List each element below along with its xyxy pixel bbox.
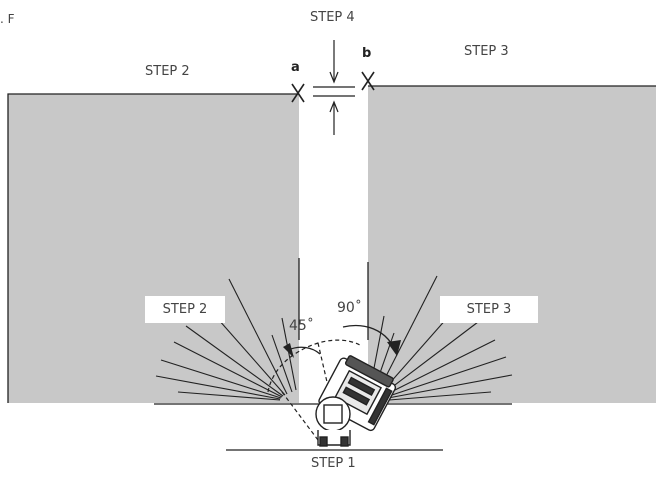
- step3-box-label: STEP 3: [440, 296, 538, 323]
- right-panel: [368, 86, 656, 403]
- step3-top-label: STEP 3: [464, 44, 509, 59]
- angle-90-label: 90˚: [337, 300, 362, 316]
- step2-box-label: STEP 2: [145, 296, 225, 323]
- arrow-down-head: [329, 71, 339, 84]
- point-b-label: b: [362, 46, 372, 61]
- arrow-up-head: [329, 100, 339, 113]
- figure-ref: . F: [0, 12, 15, 26]
- left-panel: [8, 94, 299, 403]
- angle-45-label: 45˚: [289, 318, 314, 334]
- fixture-icon: [315, 355, 397, 447]
- dashed-guide-left: [281, 391, 319, 441]
- marker-b: [361, 71, 375, 91]
- marker-a: [291, 83, 305, 103]
- point-a-label: a: [291, 60, 300, 75]
- angle-45-arrowhead: [283, 343, 294, 358]
- step1-label: STEP 1: [311, 456, 356, 471]
- left-ray-fan: [155, 278, 297, 401]
- step2-top-label: STEP 2: [145, 64, 190, 79]
- angle-90-arrowhead: [387, 340, 401, 356]
- left-panel-outline: [7, 93, 299, 403]
- step4-label: STEP 4: [310, 10, 355, 25]
